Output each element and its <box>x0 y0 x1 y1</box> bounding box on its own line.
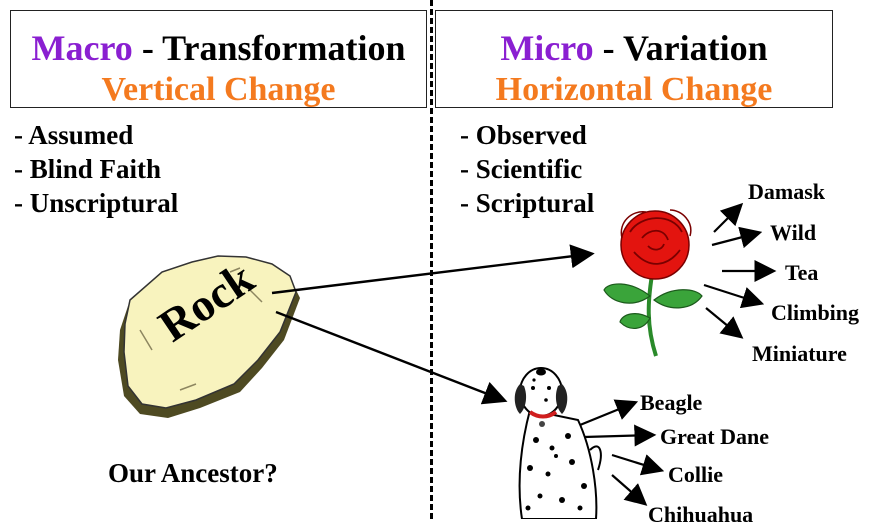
rock-illustration <box>118 255 300 418</box>
dog-arrow-collie <box>611 453 665 476</box>
dog-breed-collie: Collie <box>668 462 723 487</box>
macro-title: Macro - Transformation <box>11 28 426 68</box>
macro-header-box: Macro - Transformation Vertical Change <box>10 10 427 108</box>
macro-point: - Unscriptural <box>14 188 179 218</box>
dalmatian-illustration <box>514 367 602 519</box>
micro-title: Micro - Variation <box>436 28 832 68</box>
center-divider <box>430 0 433 519</box>
micro-points-list: - Observed - Scientific - Scriptural <box>460 118 594 220</box>
rose-variety-tea: Tea <box>785 260 819 285</box>
rose-illustration <box>603 209 703 357</box>
dog-arrow-beagle <box>579 399 639 427</box>
micro-point: - Observed <box>460 120 587 150</box>
macro-point: - Assumed <box>14 120 134 150</box>
macro-subtitle: Vertical Change <box>101 71 336 108</box>
rose-variety-damask: Damask <box>748 179 826 204</box>
micro-header-box: Micro - Variation Horizontal Change <box>435 10 833 108</box>
rose-variety-climbing: Climbing <box>771 300 860 325</box>
micro-point: - Scientific <box>460 154 583 184</box>
dog-arrow-chihuahua <box>611 474 648 506</box>
rock-to-dog-arrow <box>275 310 508 405</box>
rose-variety-miniature: Miniature <box>752 341 847 366</box>
micro-title-rest: - Variation <box>593 28 768 68</box>
macro-points-list: - Assumed - Blind Faith - Unscriptural <box>14 118 178 220</box>
ancestor-caption: Our Ancestor? <box>108 458 278 488</box>
rose-variety-wild: Wild <box>770 220 817 245</box>
rock-to-rose-arrow <box>271 244 595 295</box>
rose-arrow-climbing <box>703 283 765 309</box>
rose-arrow-miniature <box>705 307 744 339</box>
macro-title-rest: - Transformation <box>132 28 406 68</box>
micro-point: - Scriptural <box>460 188 595 218</box>
dog-arrow-great-dane <box>583 424 657 447</box>
dog-breed-beagle: Beagle <box>640 390 703 415</box>
macro-keyword: Macro <box>31 28 133 68</box>
rose-arrow-wild <box>711 226 763 249</box>
micro-subtitle: Horizontal Change <box>495 71 773 108</box>
dog-breed-chihuahua: Chihuahua <box>648 502 754 527</box>
macro-point: - Blind Faith <box>14 154 162 184</box>
dog-breed-great-dane: Great Dane <box>660 424 769 449</box>
micro-keyword: Micro <box>500 28 594 68</box>
rose-arrow-damask <box>713 202 744 233</box>
